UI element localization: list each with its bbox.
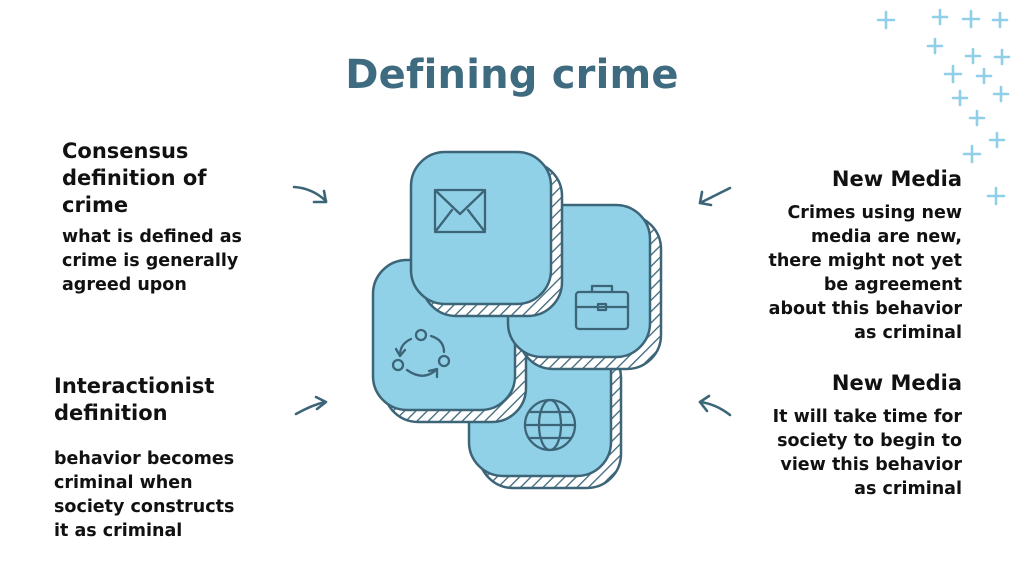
- new-media-body-line: about this behavior: [768, 299, 962, 319]
- interactionist-body-line: criminal when: [54, 473, 193, 493]
- new-media-heading-1: New Media: [742, 166, 962, 193]
- page-title: Defining crime: [345, 52, 679, 98]
- new-media-body-line: as criminal: [854, 479, 962, 499]
- consensus-heading-line: definition of: [62, 166, 207, 190]
- new-media-body-line: It will take time for: [772, 407, 962, 427]
- new-media-body-line: as criminal: [854, 323, 962, 343]
- new-media-body-1: Crimes using new media are new, there mi…: [742, 201, 962, 345]
- new-media-block-2: New Media It will take time for society …: [742, 370, 962, 501]
- decorative-plus-cluster: [876, 8, 1011, 206]
- new-media-heading-2: New Media: [742, 370, 962, 397]
- new-media-body-line: Crimes using new: [787, 203, 962, 223]
- arrow-to-interactionist-icon: [294, 395, 328, 416]
- interactionist-heading-line: definition: [54, 401, 168, 425]
- new-media-body-line: be agreement: [823, 275, 962, 295]
- interactionist-body-line: behavior becomes: [54, 449, 235, 469]
- new-media-body-line: society to begin to: [777, 431, 962, 451]
- new-media-block-1: New Media Crimes using new media are new…: [742, 166, 962, 345]
- new-media-body-line: view this behavior: [780, 455, 962, 475]
- interactionist-definition-block: Interactionist definition behavior becom…: [54, 373, 254, 543]
- new-media-body-2: It will take time for society to begin t…: [742, 405, 962, 501]
- new-media-body-line: there might not yet: [768, 251, 962, 271]
- consensus-body: what is defined as crime is generally ag…: [62, 225, 262, 297]
- interactionist-body: behavior becomes criminal when society c…: [54, 447, 254, 543]
- envelope-tile: [409, 150, 564, 318]
- consensus-body-line: agreed upon: [62, 275, 187, 295]
- consensus-body-line: crime is generally: [62, 251, 239, 271]
- cycle-icon: [391, 328, 451, 379]
- arrow-to-consensus-icon: [292, 185, 328, 204]
- consensus-body-line: what is defined as: [62, 227, 242, 247]
- arrow-to-new-media-1-icon: [698, 186, 732, 207]
- globe-icon: [523, 398, 577, 452]
- arrow-to-new-media-2-icon: [698, 394, 732, 417]
- envelope-icon: [433, 188, 487, 234]
- new-media-heading-line: New Media: [831, 371, 962, 395]
- consensus-heading-line: Consensus: [62, 139, 189, 163]
- interactionist-heading: Interactionist definition: [54, 373, 254, 427]
- new-media-body-line: media are new,: [811, 227, 962, 247]
- briefcase-icon: [574, 284, 630, 331]
- consensus-heading-line: crime: [62, 193, 129, 217]
- interactionist-heading-line: Interactionist: [54, 374, 215, 398]
- consensus-heading: Consensus definition of crime: [62, 138, 262, 219]
- interactionist-body-line: society constructs: [54, 497, 235, 517]
- interactionist-body-line: it as criminal: [54, 521, 183, 541]
- new-media-heading-line: New Media: [831, 167, 962, 191]
- consensus-definition-block: Consensus definition of crime what is de…: [62, 138, 262, 297]
